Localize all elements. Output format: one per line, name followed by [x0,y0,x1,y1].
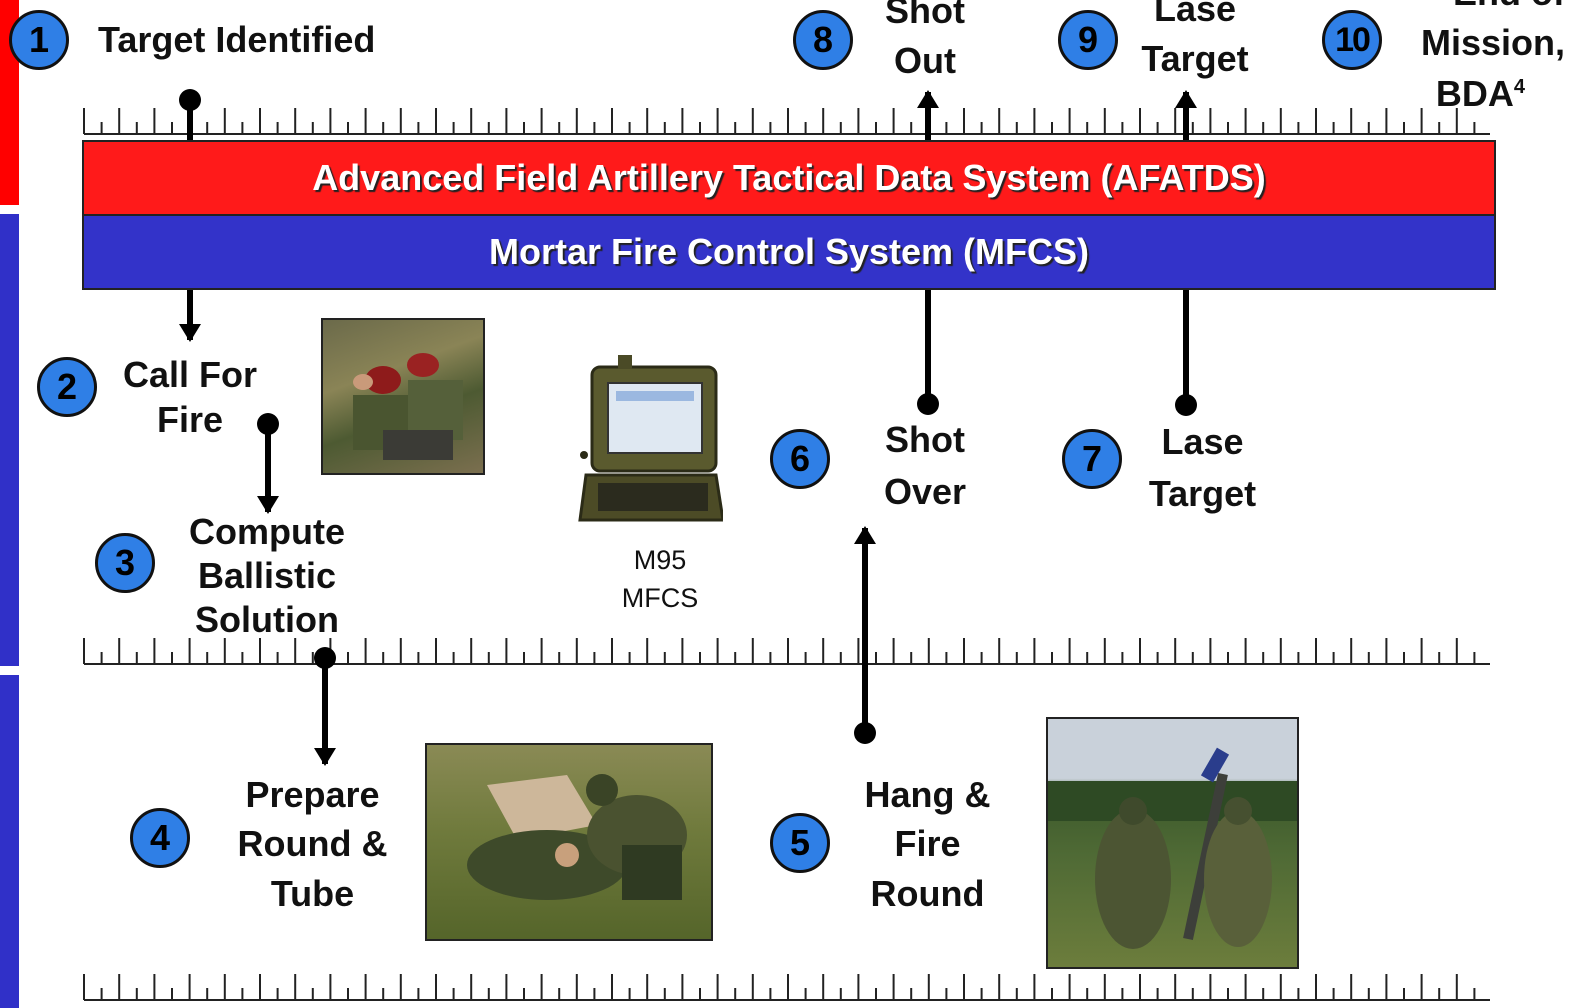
m95-device [578,355,725,527]
mortar-firing-photo [1046,717,1299,969]
step-2-line-1: Call For [122,354,257,395]
arrow-to-compute-head [257,496,279,514]
step-3-label: Compute Ballistic Solution [172,510,362,642]
step-5-label: Hang & Fire Round [835,770,1020,918]
step-1-line-1: Target Identified [98,19,376,60]
step-10-badge: 10 [1322,10,1382,70]
step-2-label: Call For Fire [105,352,275,442]
step-4-label: Prepare Round & Tube [210,770,415,918]
mfcs-bar: Mortar Fire Control System (MFCS) [82,214,1496,290]
step-4-line-1: Prepare [245,774,380,815]
arrow-to-compute-dot [257,413,279,435]
step-10-label: End of Mission, BDA4 [1385,0,1565,119]
arrow-to-lase-target-top-head [1175,90,1197,108]
soldiers-radio-photo [321,318,485,475]
step-2-line-2: Fire [156,399,224,440]
step-8-line-2: Out [894,40,956,82]
step-10-superscript: 4 [1513,75,1525,98]
step-8-label: Shot Out [855,0,995,87]
m95-caption: M95 MFCS [600,542,720,618]
step-6-line-1: Shot [885,419,965,460]
step-9-line-1: Lase [1153,0,1237,29]
arrow-to-shot-out-head [917,90,939,108]
step-4-line-2: Round & [237,823,388,865]
step-9-badge: 9 [1058,10,1118,70]
step-5-line-3: Round [870,872,985,914]
step-10-line-3: BDA4 [1385,69,1565,119]
step-2-badge: 2 [37,357,97,417]
mortar-crew-illustration [467,774,687,900]
step-1-label: Target Identified [98,15,375,64]
afatds-bar: Advanced Field Artillery Tactical Data S… [82,140,1496,216]
step-4-line-3: Tube [270,872,355,914]
step-7-line-2: Target [1148,473,1257,515]
mfcs-label: Mortar Fire Control System (MFCS) [488,231,1090,272]
step-5-line-1: Hang & [864,774,991,815]
mortar-firing-illustration [1048,747,1297,949]
step-3-line-3: Solution [195,598,339,640]
step-9-label: Lase Target [1115,0,1275,85]
step-8-line-1: Shot [885,0,965,31]
lase-target-dot [1175,394,1197,416]
soldiers-radio-illustration [353,353,463,460]
step-1-badge: 1 [9,10,69,70]
arrow-to-shot-over-dot [854,722,876,744]
step-3-line-2: Ballistic [197,554,337,596]
shot-over-dot [917,393,939,415]
arrow-to-prepare-round-dot [314,647,336,669]
arrow-to-call-for-fire-head [179,324,201,342]
step-9-line-2: Target [1141,38,1249,80]
step-7-badge: 7 [1062,429,1122,489]
left-edge-blue-1 [0,214,19,666]
step-3-line-1: Compute [189,511,345,552]
m95-caption-line-1: M95 [633,545,687,575]
step-7-line-1: Lase [1161,421,1244,462]
m95-laptop-illustration [578,355,725,522]
left-edge-blue-2 [0,675,19,1008]
step-3-badge: 3 [95,533,155,593]
step-6-label: Shot Over [850,414,1000,518]
afatds-label: Advanced Field Artillery Tactical Data S… [312,157,1266,198]
arrow-to-prepare-round-head [314,748,336,766]
step-6-badge: 6 [770,429,830,489]
step-7-label: Lase Target [1120,416,1285,520]
step-5-line-2: Fire [894,823,961,865]
mortar-crew-prone-photo [425,743,713,941]
step-5-badge: 5 [770,813,830,873]
step-10-bda: BDA [1435,72,1514,114]
step-8-badge: 8 [793,10,853,70]
step-4-badge: 4 [130,808,190,868]
m95-caption-line-2: MFCS [621,582,699,613]
step-10-line-1: End of [1385,0,1565,18]
step-6-line-2: Over [883,471,967,513]
arrow-to-shot-over-head [854,526,876,544]
step-10-line-2: Mission, [1420,22,1565,64]
